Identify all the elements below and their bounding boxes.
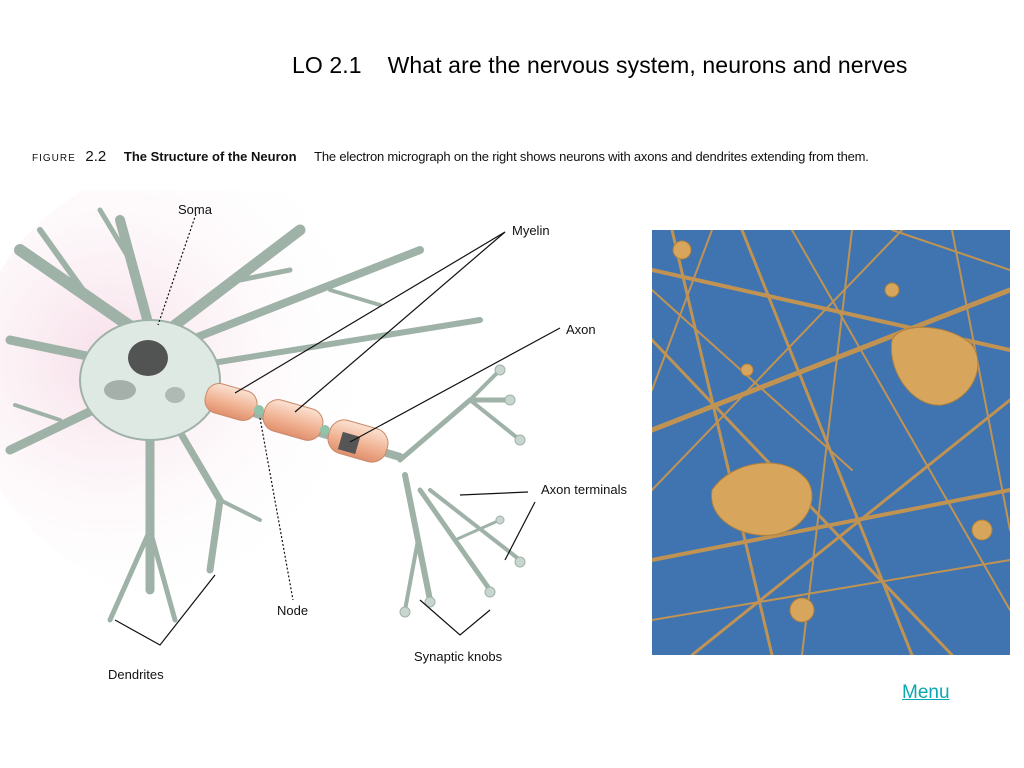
figure-caption: FIGURE 2.2 The Structure of the Neuron T… <box>32 148 869 165</box>
label-axon-terminals: Axon terminals <box>541 482 627 497</box>
label-node: Node <box>277 603 308 618</box>
label-myelin: Myelin <box>512 223 550 238</box>
electron-micrograph-image <box>652 230 1010 655</box>
label-soma: Soma <box>178 202 213 217</box>
label-dendrites: Dendrites <box>108 667 164 682</box>
neuron-diagram: Soma Myelin Axon Axon terminals Node Syn… <box>0 190 627 682</box>
figure-number: 2.2 <box>85 148 107 165</box>
slide-title: LO 2.1 What are the nervous system, neur… <box>292 52 908 78</box>
figure-description: The electron micrograph on the right sho… <box>314 149 869 164</box>
label-axon: Axon <box>566 322 596 337</box>
label-synaptic-knobs: Synaptic knobs <box>414 649 503 664</box>
menu-link[interactable]: Menu <box>902 682 950 703</box>
figure-title: The Structure of the Neuron <box>123 149 297 164</box>
figure-label: FIGURE <box>32 153 76 164</box>
